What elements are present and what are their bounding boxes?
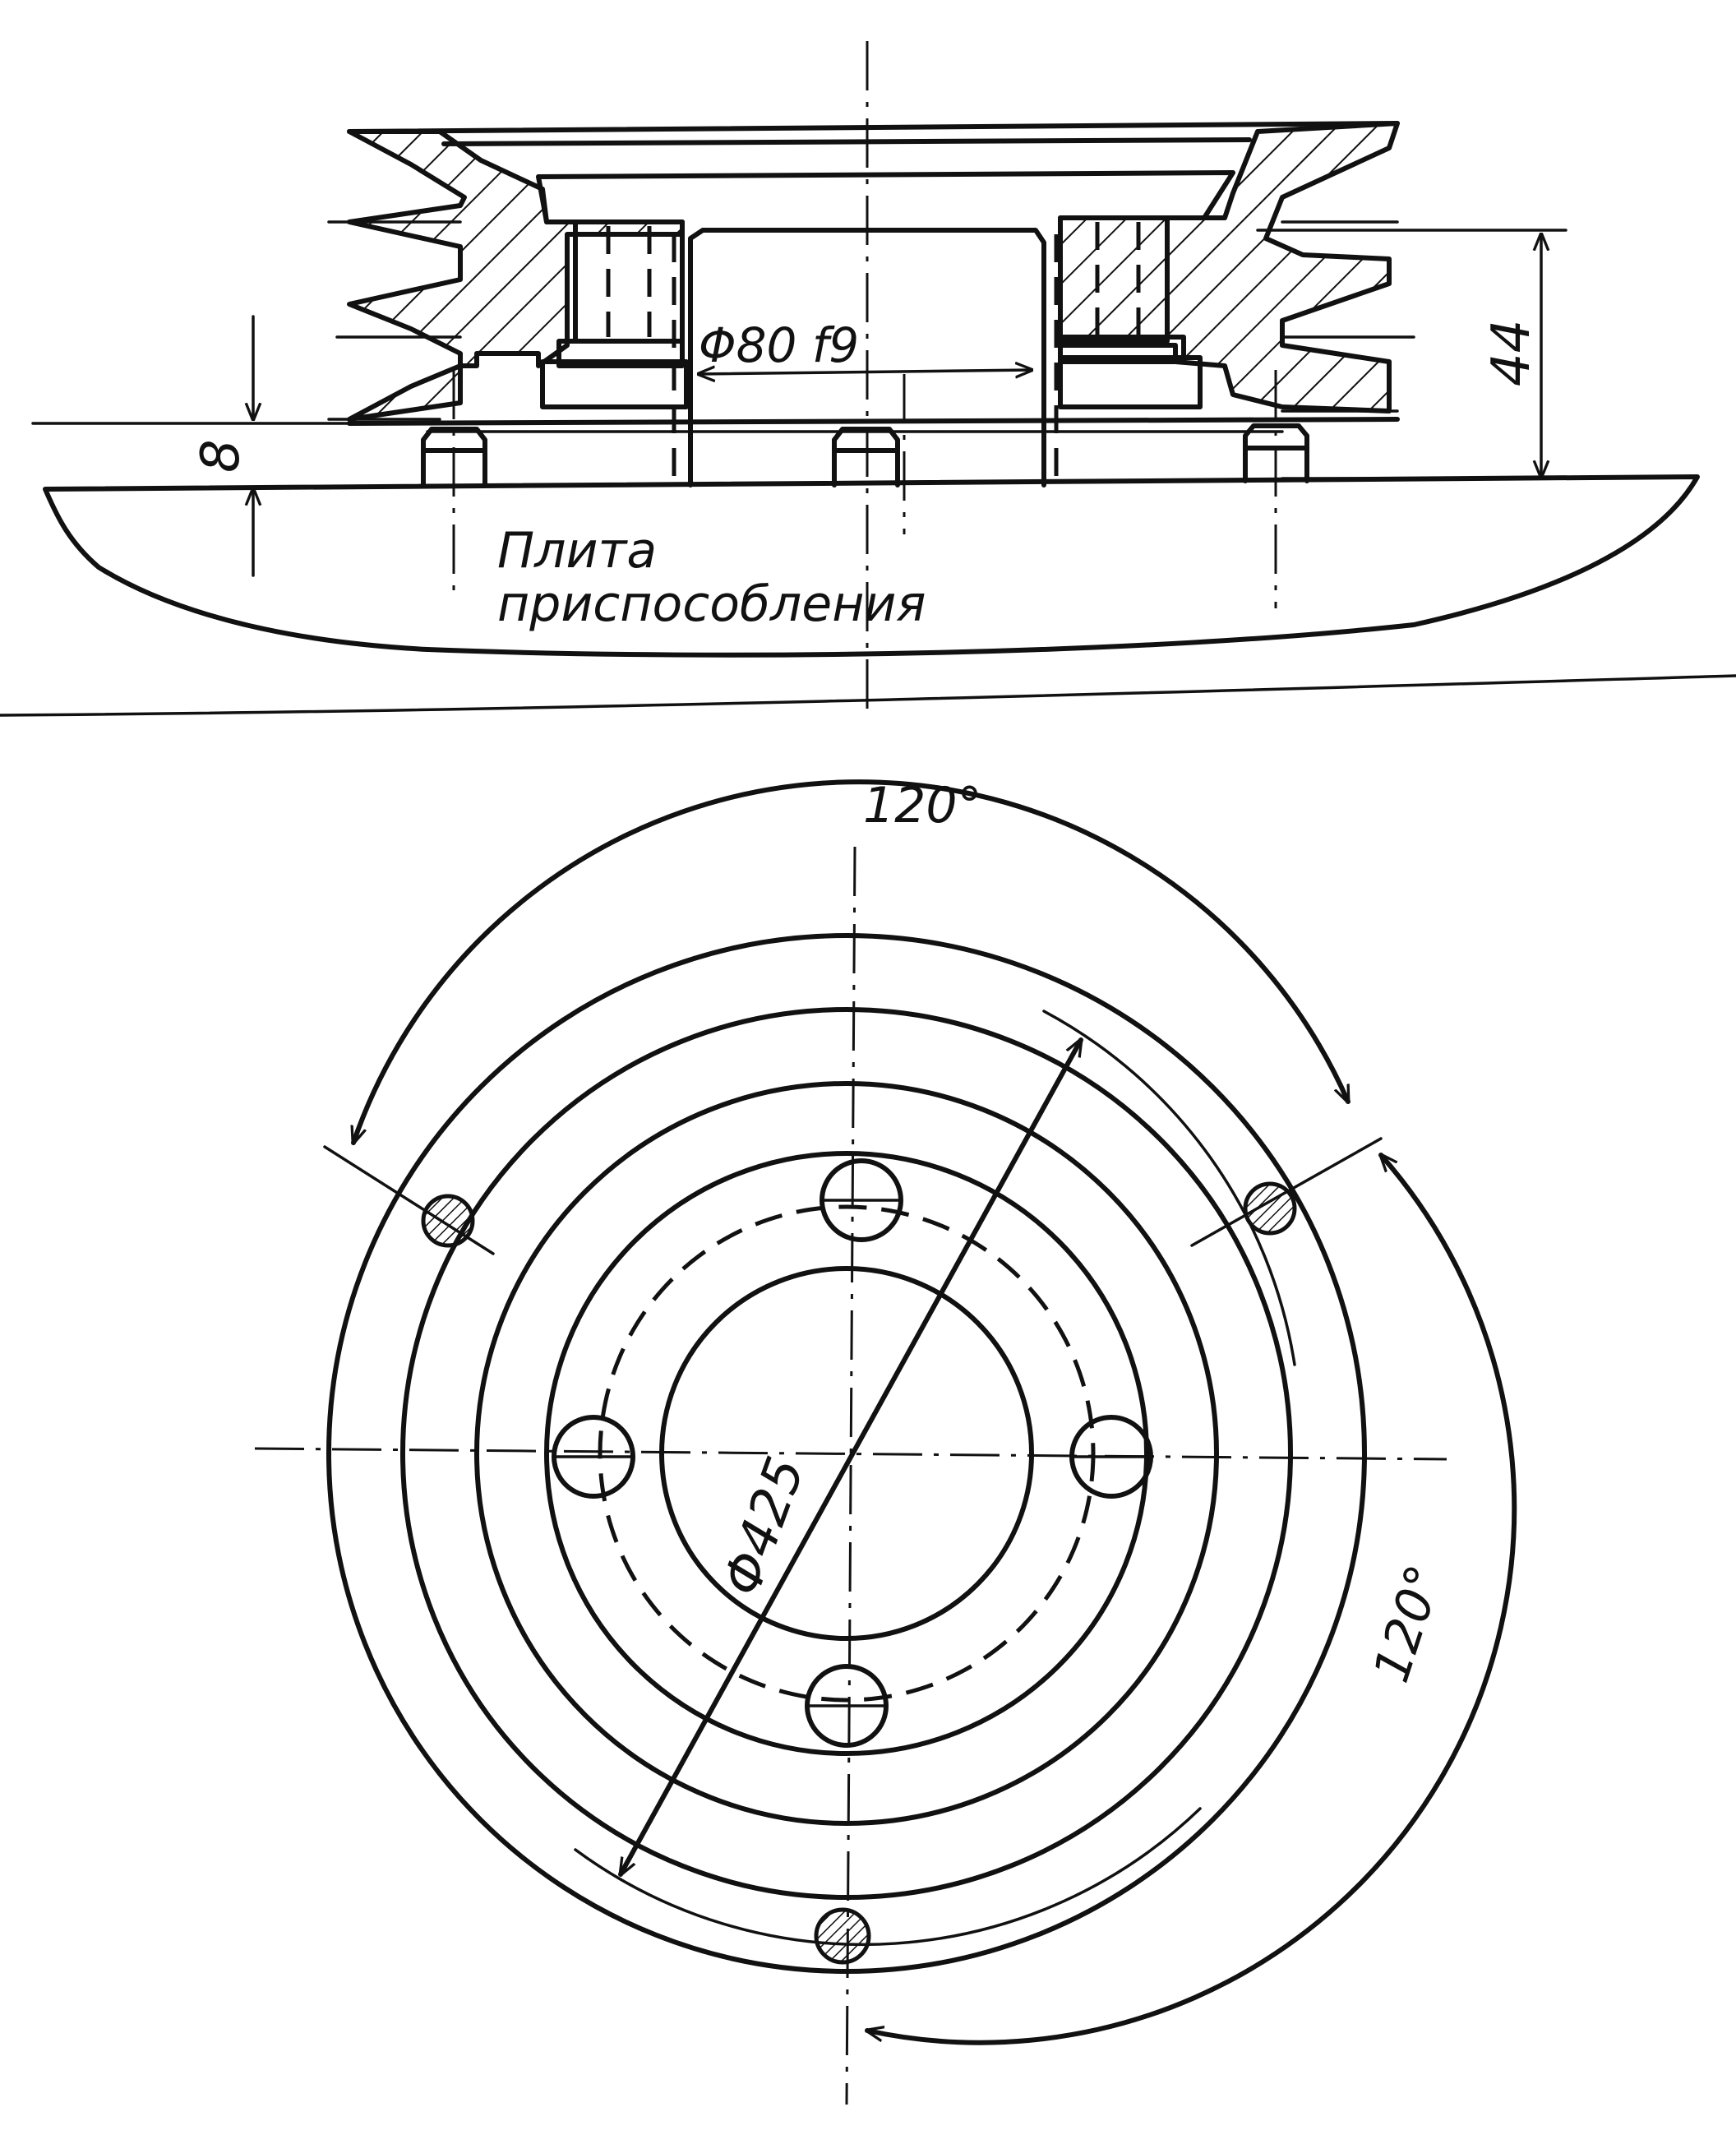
outer-circle <box>326 933 1367 1974</box>
bushing-left-hidden <box>606 226 652 337</box>
dim-44-text: 44 <box>1481 320 1542 386</box>
central-pin <box>688 228 1046 487</box>
bushing-right-hidden <box>1095 222 1141 337</box>
dim-diameter-text: Φ425 <box>711 1449 817 1603</box>
dim-8-text: 8 <box>191 439 252 473</box>
flange-left <box>540 359 689 409</box>
angle-leader-left <box>323 1145 495 1255</box>
pulley-right-half <box>1058 121 1400 414</box>
plan-view: Φ425 120° 120° <box>254 777 1517 2105</box>
pulley-base-line <box>347 417 1400 426</box>
circle-4 <box>544 1151 1149 1756</box>
dim-bore-text: Φ80 f9 <box>699 317 859 373</box>
plate-label-line1: Плита <box>497 522 657 580</box>
pulley-left-groove-lines <box>327 220 462 421</box>
angle-top-text: 120° <box>863 777 982 834</box>
plate-label-line2: приспособления <box>497 575 926 633</box>
collar-left <box>556 339 685 368</box>
circle-3 <box>474 1081 1219 1826</box>
section-view: 44 8 Φ80 f9 Плита приспособления <box>31 41 1700 715</box>
dim-diameter-line <box>621 1040 1081 1874</box>
angle-arc-top <box>353 779 1350 1143</box>
bolt-circle-arc <box>574 1010 1296 1947</box>
dim-44-ext <box>1256 229 1567 480</box>
fixture-plate <box>43 474 1700 658</box>
view-separator <box>0 674 1736 717</box>
bushing-left <box>573 219 685 344</box>
flange-right <box>1058 355 1203 409</box>
pulley-right-groove-lines <box>1281 220 1415 413</box>
bushing-right <box>1058 215 1170 344</box>
circle-2 <box>400 1007 1293 1900</box>
angle-arc-right <box>867 1155 1517 2045</box>
pulley-rim <box>347 121 1400 224</box>
pin-section-left <box>421 1194 475 1248</box>
angle-right-text: 120° <box>1363 1559 1454 1689</box>
pins-120 <box>421 1181 1297 1965</box>
pin-section-bottom <box>814 1907 871 1965</box>
dim-bore-line <box>699 370 1032 374</box>
collar-right <box>1058 335 1186 364</box>
